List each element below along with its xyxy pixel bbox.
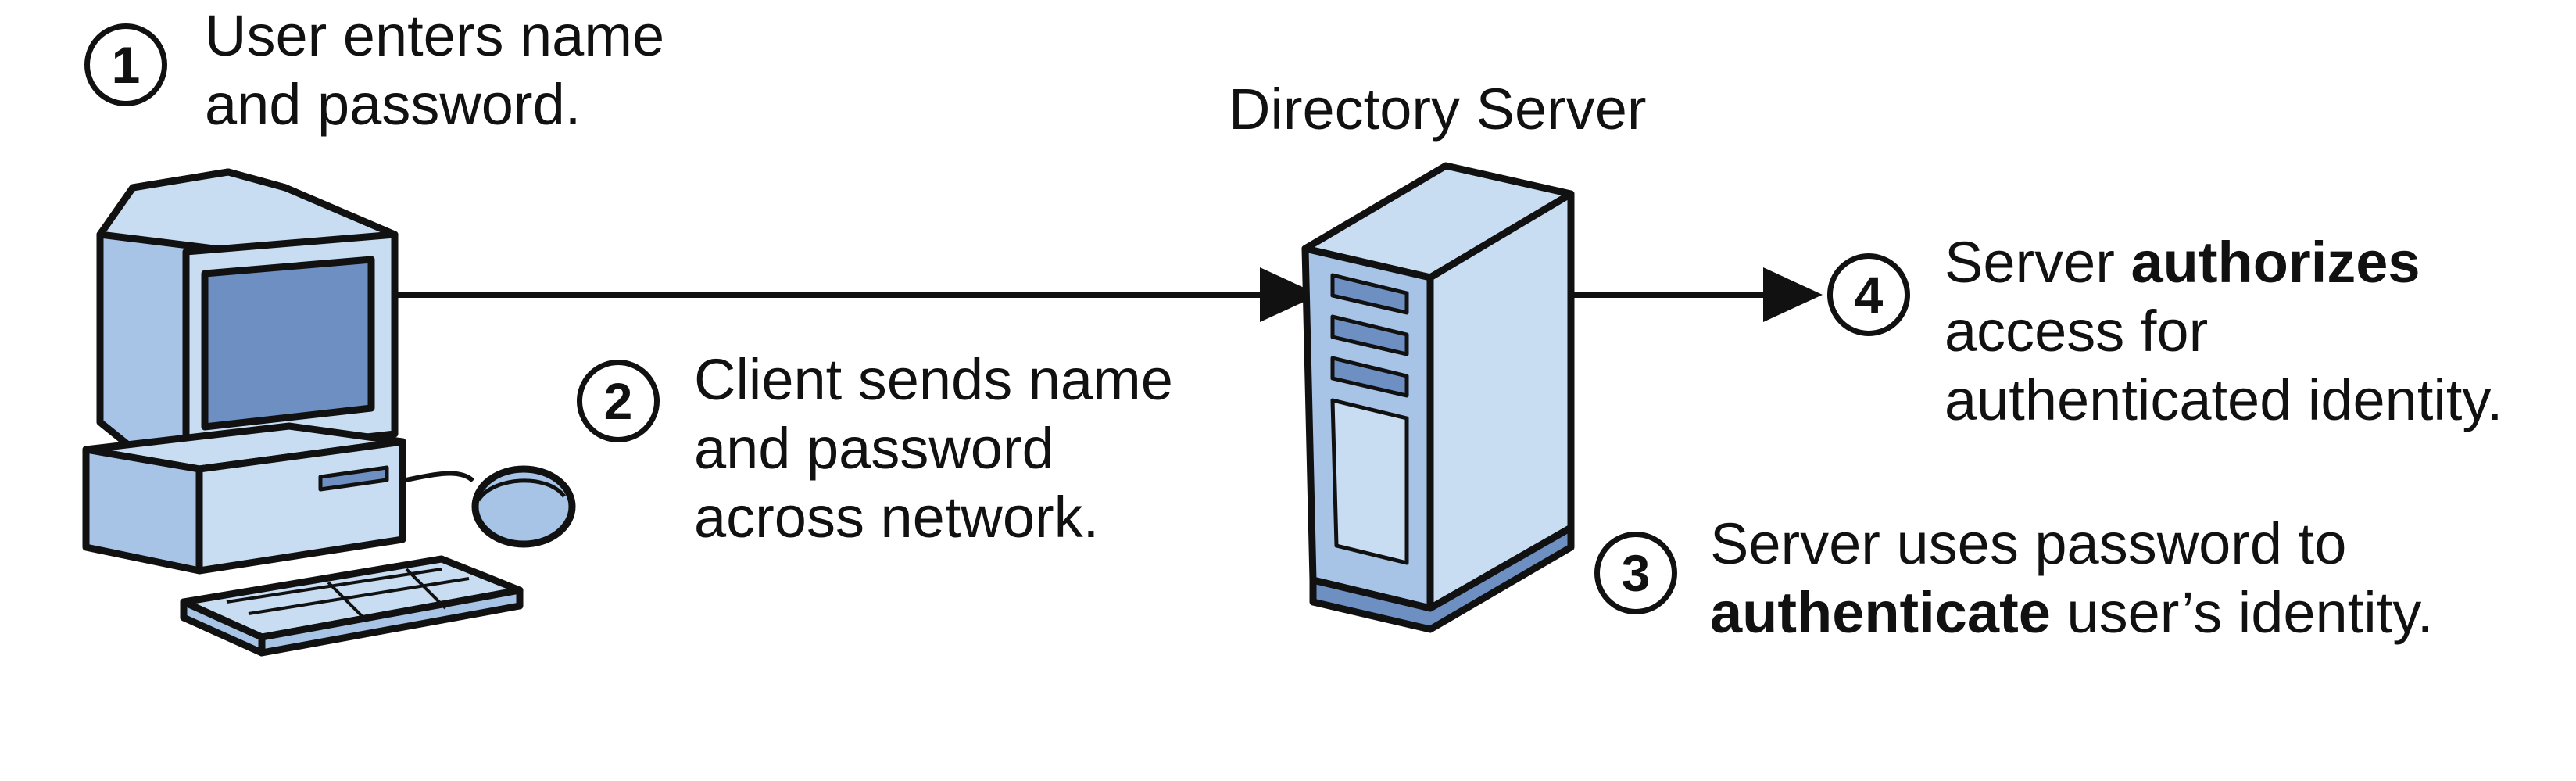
step-1-line-2: and password.	[205, 72, 581, 137]
step-3-text: Server uses password to authenticate use…	[1710, 510, 2433, 647]
step-3-badge: 3	[1594, 532, 1677, 614]
step-1-line-1: User enters name	[205, 3, 665, 68]
step-4-line-1: Server authorizes	[1945, 228, 2503, 297]
step-3-line-2-rest: user’s identity.	[2050, 580, 2434, 645]
step-4-line-3: authenticated identity.	[1945, 367, 2503, 432]
arrow-client-to-server	[397, 267, 1319, 322]
step-4-badge: 4	[1827, 253, 1910, 336]
arrow-server-to-authorization	[1572, 267, 1823, 322]
step-4-line-1-plain: Server	[1945, 230, 2131, 295]
step-2-line-3: across network.	[694, 485, 1100, 550]
step-3-line-1: Server uses password to	[1710, 511, 2347, 576]
step-2-line-1: Client sends name	[694, 347, 1173, 412]
authenticate-bold-word: authenticate	[1710, 580, 2051, 645]
authorizes-bold-word: authorizes	[2131, 230, 2420, 295]
step-3-line-2: authenticate user’s identity.	[1710, 579, 2433, 647]
step-4-text: Server authorizes access for authenticat…	[1945, 228, 2503, 435]
step-4-line-2: access for	[1945, 299, 2209, 364]
step-1-text: User enters name and password.	[205, 2, 664, 139]
directory-server-title: Directory Server	[1229, 77, 1647, 142]
directory-server-icon	[1301, 162, 1575, 633]
step-2-text: Client sends name and password across ne…	[694, 346, 1173, 552]
step-2-line-2: and password	[694, 416, 1054, 481]
step-2-badge: 2	[577, 360, 660, 442]
client-computer-icon	[82, 168, 576, 657]
step-1-badge: 1	[84, 23, 167, 106]
